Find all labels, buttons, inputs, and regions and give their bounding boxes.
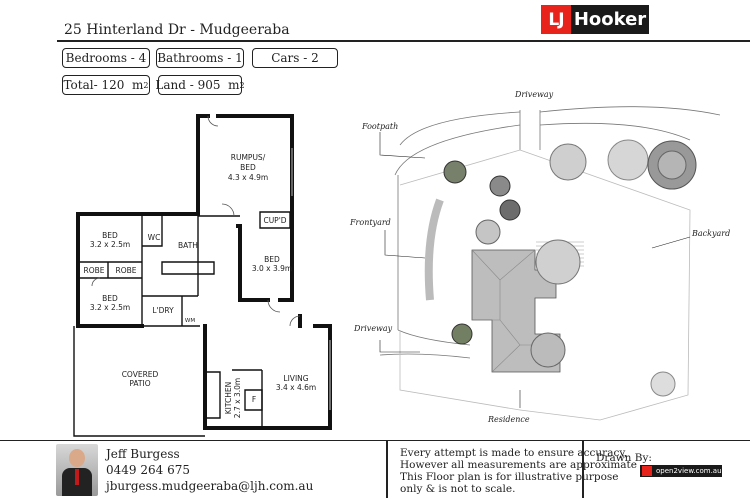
lj-logo-mark: LJ [541,5,571,34]
site-label-footpath: Footpath [361,122,398,131]
room-living-label: LIVING [283,374,308,383]
floor-plan: RUMPUS/ BED 4.3 x 4.9m BED 3.2 x 2.5m WC… [73,114,332,437]
footer-divider-1 [386,441,388,498]
disclaimer-line-2: However all measurements are approximate [400,459,637,471]
room-bed1-dims: 3.2 x 2.5m [90,240,130,249]
disclaimer-line-4: only & is not to scale. [400,483,516,495]
footer-divider-2 [582,441,584,498]
cars-box: Cars - 2 [252,48,338,68]
disclaimer-line-1: Every attempt is made to ensure accuracy… [400,447,628,459]
room-kitchen-dims: 2.7 x 3.0m [233,378,242,418]
room-wm-label: WM [185,318,195,324]
room-rumpus-label: RUMPUS/ [231,153,266,162]
room-kitchen-label: KITCHEN [224,382,233,415]
land-area: Land - 905 [155,78,221,92]
room-rumpus-label-2: BED [240,163,256,172]
total-area: Total- 120 [63,78,125,92]
agent-photo [56,444,98,496]
room-bed3-dims: 3.2 x 2.5m [90,303,130,312]
agent-name: Jeff Burgess [106,447,180,461]
room-bed2-label: BED [264,255,280,264]
room-bed3-label: BED [102,294,118,303]
room-bath-label: BATH [178,241,198,250]
room-bed2-dims: 3.0 x 3.9m [252,264,292,273]
open2view-logo: open2view.com.au [640,465,722,477]
room-robe2-label: ROBE [116,266,137,275]
open2view-text: open2view.com.au [656,467,722,475]
site-label-driveway-top: Driveway [514,90,554,99]
site-label-backyard: Backyard [691,229,730,238]
room-bed1-label: BED [102,231,118,240]
drawn-by-label: Drawn By: [596,452,652,464]
header-divider [57,40,750,42]
land-area-sup: 2 [239,80,245,90]
room-cupd-label: CUP'D [263,216,286,225]
bedrooms-box: Bedrooms - 4 [62,48,150,68]
disclaimer: Every attempt is made to ensure accuracy… [400,447,637,495]
disclaimer-line-3: This Floor plan is for illustrative purp… [400,471,619,483]
room-patio-label: COVERED [122,370,159,379]
bedrooms-count: Bedrooms - 4 [65,51,147,65]
bathrooms-count: Bathrooms - 1 [157,51,243,65]
room-robe1-label: ROBE [84,266,105,275]
site-label-driveway-bottom: Driveway [353,324,393,333]
room-wc-label: WC [148,233,161,242]
agent-email[interactable]: jburgess.mudgeeraba@ljh.com.au [106,479,314,493]
footer [0,440,750,499]
room-ldry-label: L'DRY [152,306,174,315]
room-living-dims: 3.4 x 4.6m [276,383,316,392]
room-patio-label-2: PATIO [129,379,150,388]
lj-hooker-logo: LJ Hooker [541,5,649,34]
bathrooms-box: Bathrooms - 1 [156,48,244,68]
room-rumpus-dims: 4.3 x 4.9m [228,173,268,182]
hooker-logo-text: Hooker [571,5,649,34]
open2view-mark-icon [642,466,652,476]
property-address: 25 Hinterland Dr - Mudgeeraba [64,22,290,38]
land-area-unit: m [228,78,240,92]
agent-phone[interactable]: 0449 264 675 [106,463,190,477]
total-area-unit: m [132,78,144,92]
site-label-frontyard: Frontyard [349,218,391,227]
cars-count: Cars - 2 [271,51,319,65]
room-fridge-label: F [252,395,256,404]
site-plan: Driveway Footpath Frontyard Backyard Dri… [349,90,730,424]
site-label-residence: Residence [487,415,530,424]
total-area-sup: 2 [143,80,149,90]
